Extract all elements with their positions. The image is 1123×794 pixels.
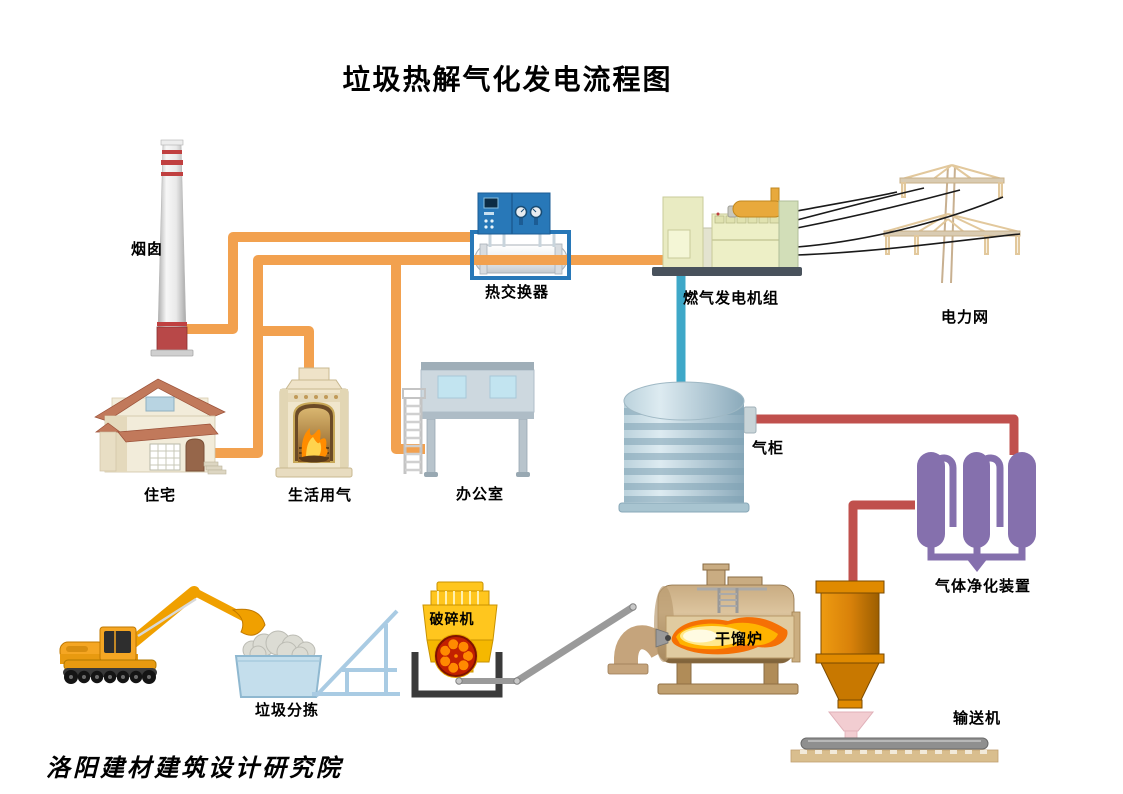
- feed-conveyor-arm: [455, 603, 637, 685]
- excavator: [59, 586, 266, 684]
- conveyor: [790, 737, 999, 763]
- heat-exchanger: [470, 192, 571, 280]
- clean-gas-pipes: [755, 414, 1019, 590]
- dust-hopper: [815, 580, 885, 739]
- gas-generator-set: [652, 187, 802, 276]
- residence: [94, 378, 227, 475]
- label-domestic-gas: 生活用气: [287, 486, 353, 504]
- crusher: [411, 581, 503, 698]
- label-gas-tank: 气柜: [751, 439, 785, 457]
- label-chimney: 烟囱: [130, 240, 164, 258]
- label-retort-furnace: 干馏炉: [714, 630, 764, 648]
- label-gas-purifier: 气体净化装置: [934, 577, 1032, 595]
- power-lines: [796, 187, 1021, 256]
- gas-purifier: [917, 452, 1036, 572]
- label-crusher: 破碎机: [429, 612, 475, 628]
- domestic-gas-stove: [275, 367, 353, 478]
- retort-furnace: [607, 563, 801, 695]
- office: [402, 362, 535, 477]
- label-conveyor: 输送机: [952, 709, 1002, 727]
- institute-signature: 洛阳建材建筑设计研究院: [46, 753, 343, 782]
- label-waste-sorting: 垃圾分拣: [254, 701, 320, 719]
- chimney: [150, 139, 194, 357]
- label-power-grid: 电力网: [940, 308, 990, 326]
- page-title: 垃圾热解气化发电流程图: [342, 63, 673, 96]
- gas-tank: [618, 381, 757, 513]
- label-heat-exchanger: 热交换器: [484, 283, 550, 301]
- power-grid-tower: [883, 164, 1021, 284]
- label-office: 办公室: [455, 485, 505, 503]
- label-gas-generator-set: 燃气发电机组: [682, 289, 780, 307]
- label-residence: 住宅: [143, 486, 177, 504]
- flue-gas-pipes: [182, 232, 668, 458]
- waste-sorting: [234, 609, 400, 698]
